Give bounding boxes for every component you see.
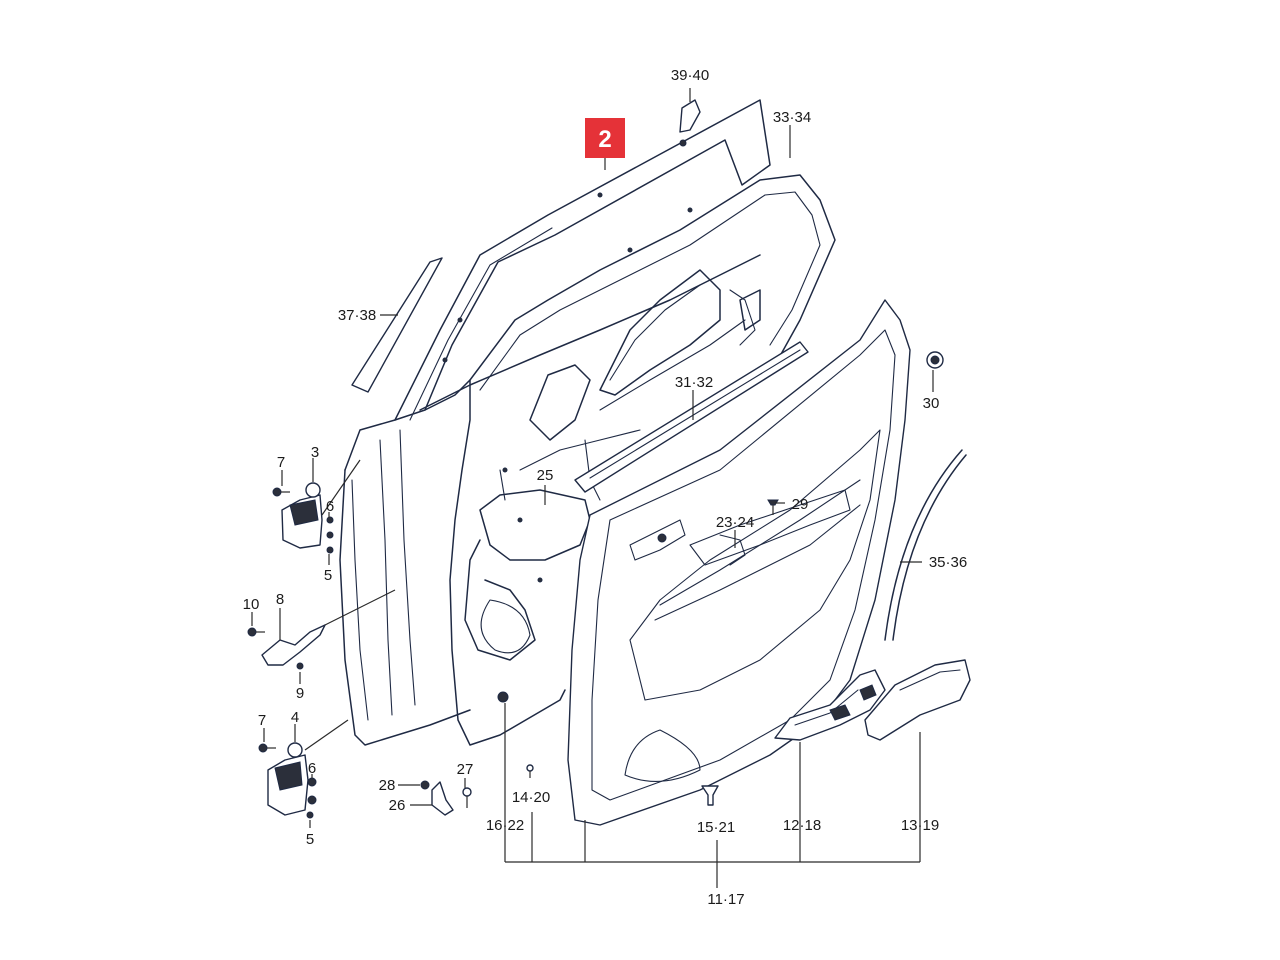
label-13-19: 13·19 bbox=[901, 817, 939, 834]
part-4-lower-hinge bbox=[267, 719, 349, 816]
label-6-upper: 6 bbox=[326, 498, 334, 515]
label-6-lower: 6 bbox=[308, 760, 316, 777]
part-8-check-link bbox=[261, 589, 396, 666]
label-15-21: 15·21 bbox=[697, 819, 735, 836]
label-12-18: 12·18 bbox=[783, 817, 821, 834]
label-29: 29 bbox=[792, 496, 809, 513]
hardware-bolts bbox=[247, 487, 719, 819]
label-30: 30 bbox=[923, 395, 940, 412]
part-3-upper-hinge bbox=[281, 459, 361, 549]
part-39-40-bracket bbox=[679, 99, 701, 133]
label-3: 3 bbox=[311, 444, 319, 461]
label-35-36: 35·36 bbox=[929, 554, 967, 571]
label-5-upper: 5 bbox=[324, 567, 332, 584]
leader-lines bbox=[251, 88, 934, 828]
label-7-upper: 7 bbox=[277, 454, 285, 471]
part-30-plug bbox=[926, 351, 944, 369]
label-8: 8 bbox=[276, 591, 284, 608]
part-12-18-switch-panel bbox=[774, 669, 886, 741]
label-7-lower: 7 bbox=[258, 712, 266, 729]
label-10: 10 bbox=[243, 596, 260, 613]
label-39-40: 39·40 bbox=[671, 67, 709, 84]
label-33-34: 33·34 bbox=[773, 109, 811, 126]
label-11-17: 11·17 bbox=[707, 891, 744, 908]
assembly-bracket-11-17 bbox=[504, 703, 921, 888]
label-31-32: 31·32 bbox=[675, 374, 713, 391]
label-37-38: 37·38 bbox=[338, 307, 376, 324]
label-28: 28 bbox=[379, 777, 396, 794]
part-35-36-strip bbox=[884, 449, 967, 641]
highlight-box bbox=[585, 118, 625, 158]
label-25: 25 bbox=[537, 467, 554, 484]
part-13-19-armrest bbox=[864, 659, 971, 741]
highlight-part-2: 2 bbox=[585, 118, 625, 158]
label-4: 4 bbox=[291, 709, 299, 726]
label-26: 26 bbox=[389, 797, 406, 814]
part-37-38-strip bbox=[351, 257, 443, 393]
label-14-20: 14·20 bbox=[512, 789, 550, 806]
part-29-screw bbox=[767, 499, 779, 515]
label-23-24: 23·24 bbox=[716, 514, 754, 531]
door-frame-outline bbox=[339, 99, 836, 746]
label-16-22: 16·22 bbox=[486, 817, 524, 834]
door-trim-panel bbox=[567, 299, 911, 826]
part-labels: 39·40 33·34 37·38 30 31·32 25 29 23·24 3… bbox=[243, 67, 968, 908]
label-27: 27 bbox=[457, 761, 474, 778]
part-31-32-weatherstrip bbox=[574, 341, 809, 493]
label-9: 9 bbox=[296, 685, 304, 702]
label-5-lower: 5 bbox=[306, 831, 314, 848]
highlight-label: 2 bbox=[598, 126, 611, 153]
